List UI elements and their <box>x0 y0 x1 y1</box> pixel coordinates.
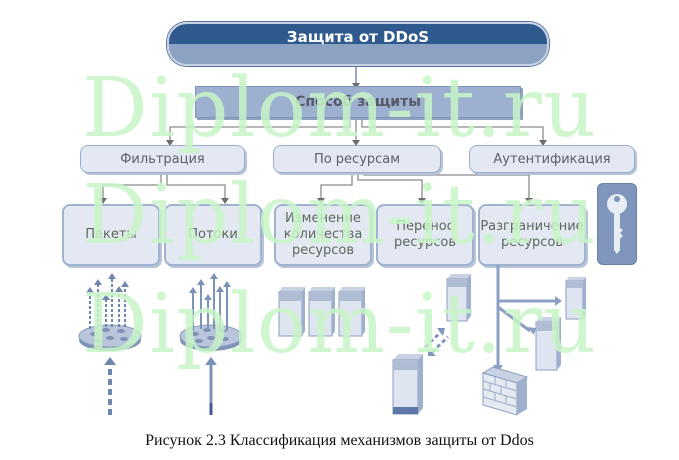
leaf-transfer-resources: Перенос ресурсов <box>376 204 474 266</box>
illustrations <box>78 265 586 416</box>
filter-disk-icon <box>179 273 243 415</box>
separation-arrows <box>496 265 555 365</box>
connector-filtration-flows <box>166 170 226 198</box>
figure-caption: Рисунок 2.3 Классификация механизмов защ… <box>145 432 534 449</box>
leaf-change-resources: Изменение количества ресурсов <box>274 204 372 266</box>
key-icon <box>607 194 627 254</box>
category-authentication: Аутентификация <box>469 145 635 173</box>
connector-resources-separation <box>363 170 530 198</box>
connector-resources-change <box>320 170 353 198</box>
connector-resources-transfer <box>357 170 423 198</box>
leaf-separate-resources: Разграничение ресурсов <box>478 204 586 266</box>
key-box <box>597 183 637 265</box>
connector-method-filtration <box>169 117 351 140</box>
server-icon <box>446 274 471 322</box>
server-icon <box>392 354 423 415</box>
leaf-packets: Пакеты <box>62 204 160 266</box>
leaf-flows: Потоки <box>164 204 262 266</box>
transfer-arrows <box>423 330 450 354</box>
firewall-icon <box>481 366 529 416</box>
server-icon <box>308 287 335 337</box>
category-filtration: Фильтрация <box>80 145 245 173</box>
category-resources: По ресурсам <box>273 145 441 173</box>
connector-method-auth <box>361 117 544 140</box>
method-node: Способ защиты <box>195 86 521 118</box>
server-icon <box>278 287 305 337</box>
ddos-protection-diagram: Защита от DDoS Способ защиты Фильтрация … <box>62 22 637 416</box>
connector-lines <box>99 64 547 204</box>
root-node-ddos-protection: Защита от DDoS <box>167 22 549 66</box>
filter-disk-icon <box>78 273 142 415</box>
server-icon <box>338 287 365 337</box>
connector-filtration-packets <box>102 170 162 198</box>
server-icon <box>565 277 586 320</box>
server-icon <box>535 317 561 371</box>
